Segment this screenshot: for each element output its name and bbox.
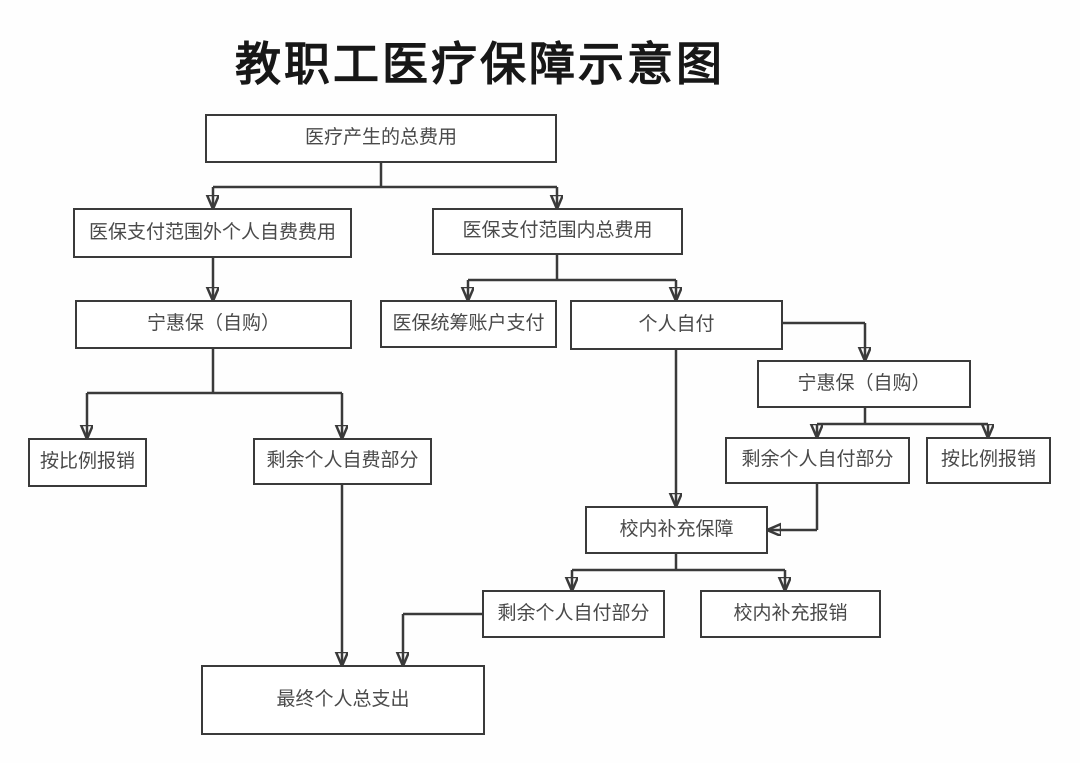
node-inside-scope: 医保支付范围内总费用: [432, 208, 683, 255]
node-remaining-self-pay-bottom: 剩余个人自付部分: [482, 590, 665, 638]
node-school-reimb: 校内补充报销: [700, 590, 881, 638]
node-remaining-self-fund: 剩余个人自费部分: [253, 438, 432, 485]
node-ninghuibao-left: 宁惠保（自购）: [75, 300, 352, 349]
node-prop-reimb-left: 按比例报销: [28, 438, 147, 487]
node-school-supplement: 校内补充保障: [585, 506, 768, 554]
node-final-total: 最终个人总支出: [201, 665, 485, 735]
node-total-cost: 医疗产生的总费用: [205, 114, 557, 163]
node-ninghuibao-right: 宁惠保（自购）: [757, 360, 971, 408]
node-pooled-account: 医保统筹账户支付: [380, 300, 557, 348]
node-remaining-self-pay-right: 剩余个人自付部分: [725, 437, 910, 484]
node-outside-scope: 医保支付范围外个人自费费用: [73, 208, 352, 258]
diagram-title: 教职工医疗保障示意图: [235, 38, 725, 90]
node-self-pay: 个人自付: [570, 300, 783, 350]
node-prop-reimb-right: 按比例报销: [926, 437, 1051, 484]
